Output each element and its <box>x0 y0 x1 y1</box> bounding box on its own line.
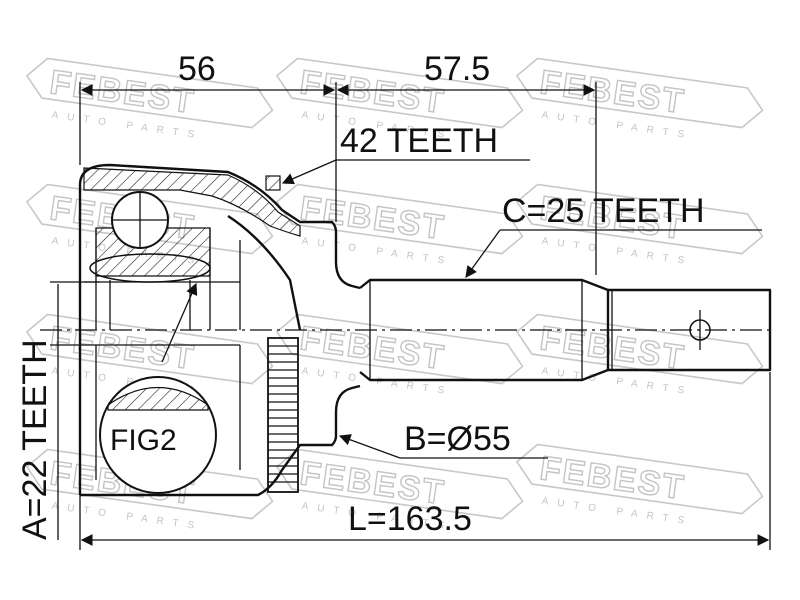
dimension-inner-length: 57.5 <box>336 50 597 275</box>
inner-spline-label: A=22 TEETH <box>16 339 54 540</box>
outer-spline-label: 42 TEETH <box>340 122 498 160</box>
stub-shaft <box>359 278 772 382</box>
housing-section-hatch <box>83 167 301 237</box>
abs-tone-ring <box>267 337 299 493</box>
ball-upper <box>111 191 169 249</box>
watermark-logo: FEBEST AUTO PARTS <box>515 313 764 398</box>
watermark-logo: FEBEST AUTO PARTS <box>25 57 274 142</box>
outer-spline-callout: 42 TEETH <box>281 122 530 185</box>
fig2-detail: FIG2 <box>99 282 217 494</box>
dimension-56-label: 56 <box>178 50 216 88</box>
watermark-logo: FEBEST AUTO PARTS <box>275 183 524 268</box>
dimension-total-label: L=163.5 <box>348 500 472 538</box>
dimension-total-length: L=163.5 <box>79 372 771 550</box>
cage-outline <box>89 253 211 283</box>
shaft-spline-callout: C=25 TEETH <box>465 192 762 278</box>
housing-diameter-label: B=Ø55 <box>404 420 511 458</box>
dimension-57-5-label: 57.5 <box>424 50 490 88</box>
shaft-spline-label: C=25 TEETH <box>502 192 705 230</box>
watermark-logo: FEBEST AUTO PARTS <box>275 313 524 398</box>
inner-spline-callout: A=22 TEETH <box>16 281 100 540</box>
fig2-label: FIG2 <box>110 424 177 457</box>
watermark-logo: FEBEST AUTO PARTS <box>515 57 764 142</box>
dimension-outer-length: 56 <box>79 50 337 222</box>
outer-spline-tooth <box>265 175 281 191</box>
housing-diameter-callout: B=Ø55 <box>338 420 548 459</box>
watermark-logo: FEBEST AUTO PARTS <box>515 443 764 528</box>
